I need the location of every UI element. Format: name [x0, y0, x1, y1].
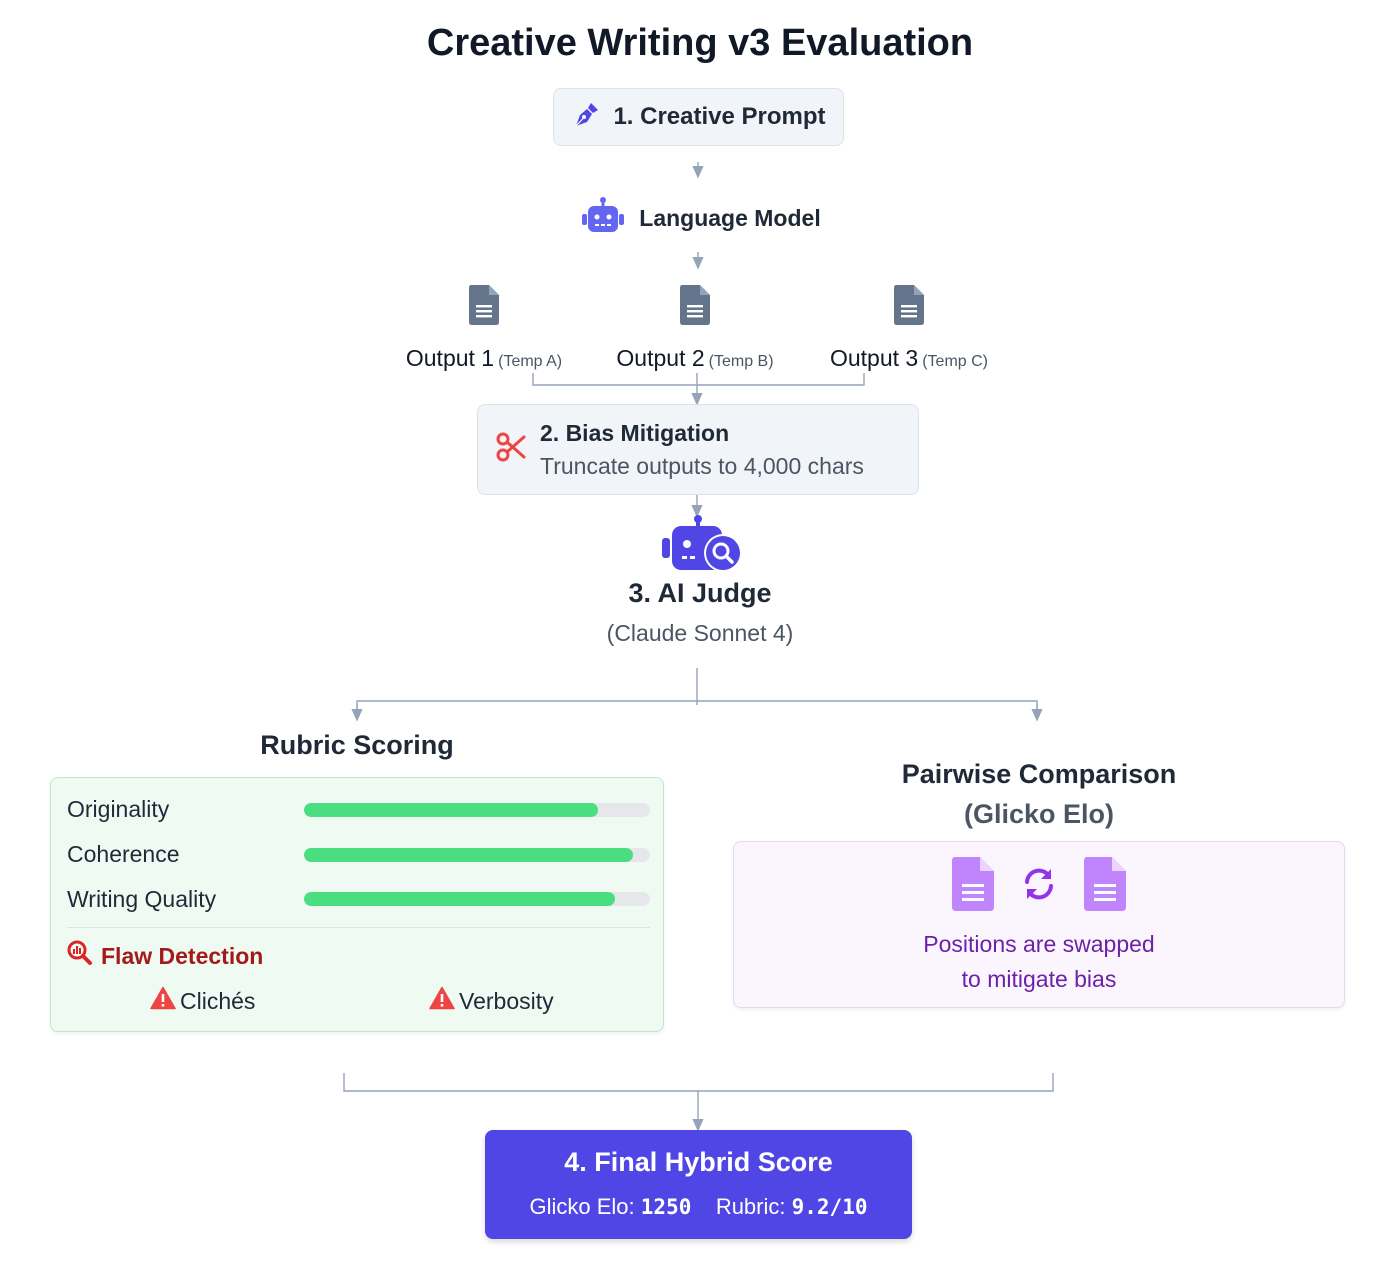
metric-bar-fill — [304, 848, 633, 862]
ai-judge-subtitle: (Claude Sonnet 4) — [606, 620, 794, 646]
pairwise-comparison-title: Pairwise Comparison — [901, 759, 1177, 789]
rubric-value: 9.2/10 — [791, 1195, 868, 1219]
flaw-item-label: Verbosity — [459, 987, 554, 1014]
document-icon — [468, 284, 500, 331]
output-temp: (Temp C) — [922, 353, 988, 370]
output-label: Output 2 — [616, 345, 705, 371]
output-label: Output 3 — [829, 345, 919, 371]
metric-label: Coherence — [67, 841, 180, 867]
document-icon — [679, 284, 711, 331]
document-icon — [1083, 856, 1127, 917]
elo-value: 1250 — [640, 1195, 692, 1219]
pairwise-text-line2: to mitigate bias — [961, 966, 1117, 992]
elo-label: Glicko Elo: — [529, 1194, 635, 1219]
rubric-scoring-panel: Originality Coherence Writing Quality Fl… — [50, 777, 664, 1032]
bias-mitigation-description: Truncate outputs to 4,000 chars — [540, 452, 864, 479]
metric-label: Writing Quality — [67, 886, 217, 912]
pairwise-comparison-panel: Positions are swapped to mitigate bias — [733, 841, 1345, 1008]
ai-judge-title: 3. AI Judge — [628, 578, 772, 608]
metric-label: Originality — [67, 796, 170, 822]
creative-prompt-box: 1. Creative Prompt — [553, 88, 844, 146]
pairwise-text-line1: Positions are swapped — [923, 931, 1155, 957]
output-label: Output 1 — [405, 345, 495, 371]
bias-mitigation-box: 2. Bias Mitigation Truncate outputs to 4… — [477, 404, 919, 495]
output-temp: (Temp B) — [708, 353, 774, 370]
pen-nib-icon — [571, 100, 601, 135]
document-icon — [893, 284, 925, 331]
output-temp: (Temp A) — [498, 353, 563, 370]
warning-icon — [150, 986, 176, 1016]
metric-bar-originality — [304, 803, 650, 817]
language-model-label: Language Model — [639, 205, 821, 231]
metric-bar-coherence — [304, 848, 650, 862]
output-2: Output 2(Temp B) — [595, 284, 795, 372]
output-3: Output 3(Temp C) — [809, 284, 1009, 372]
document-icon — [951, 856, 995, 917]
flaw-detection-heading: Flaw Detection — [67, 940, 263, 972]
final-score-values: Glicko Elo: 1250 Rubric: 9.2/10 — [485, 1194, 912, 1220]
language-model-node: Language Model — [0, 196, 1400, 241]
pairwise-comparison-subtitle: (Glicko Elo) — [963, 799, 1115, 829]
flaw-item-verbosity: Verbosity — [429, 986, 554, 1016]
diagram-title: Creative Writing v3 Evaluation — [426, 22, 974, 64]
metric-bar-fill — [304, 892, 616, 906]
magnifier-chart-icon — [67, 940, 93, 972]
pairwise-description: Positions are swapped to mitigate bias — [734, 927, 1344, 997]
divider — [67, 927, 650, 928]
rubric-scoring-title: Rubric Scoring — [260, 730, 454, 760]
final-score-title: 4. Final Hybrid Score — [564, 1147, 833, 1177]
warning-icon — [429, 986, 455, 1016]
flaw-item-cliches: Clichés — [150, 986, 255, 1016]
flaw-item-label: Clichés — [180, 987, 256, 1014]
metric-bar-fill — [304, 803, 599, 817]
creative-prompt-label: 1. Creative Prompt — [613, 103, 826, 130]
final-hybrid-score-box: 4. Final Hybrid Score Glicko Elo: 1250 R… — [485, 1130, 912, 1239]
robot-magnifier-icon — [660, 514, 744, 581]
pairwise-comparison-heading: Pairwise Comparison (Glicko Elo) — [733, 754, 1345, 834]
robot-icon — [579, 196, 627, 241]
swap-icon — [1021, 866, 1057, 907]
scissors-icon — [496, 431, 526, 468]
bias-mitigation-title: 2. Bias Mitigation — [540, 419, 730, 446]
rubric-label: Rubric: — [715, 1194, 786, 1219]
metric-bar-writing-quality — [304, 892, 650, 906]
output-1: Output 1(Temp A) — [384, 284, 584, 372]
flaw-detection-title: Flaw Detection — [101, 942, 264, 969]
